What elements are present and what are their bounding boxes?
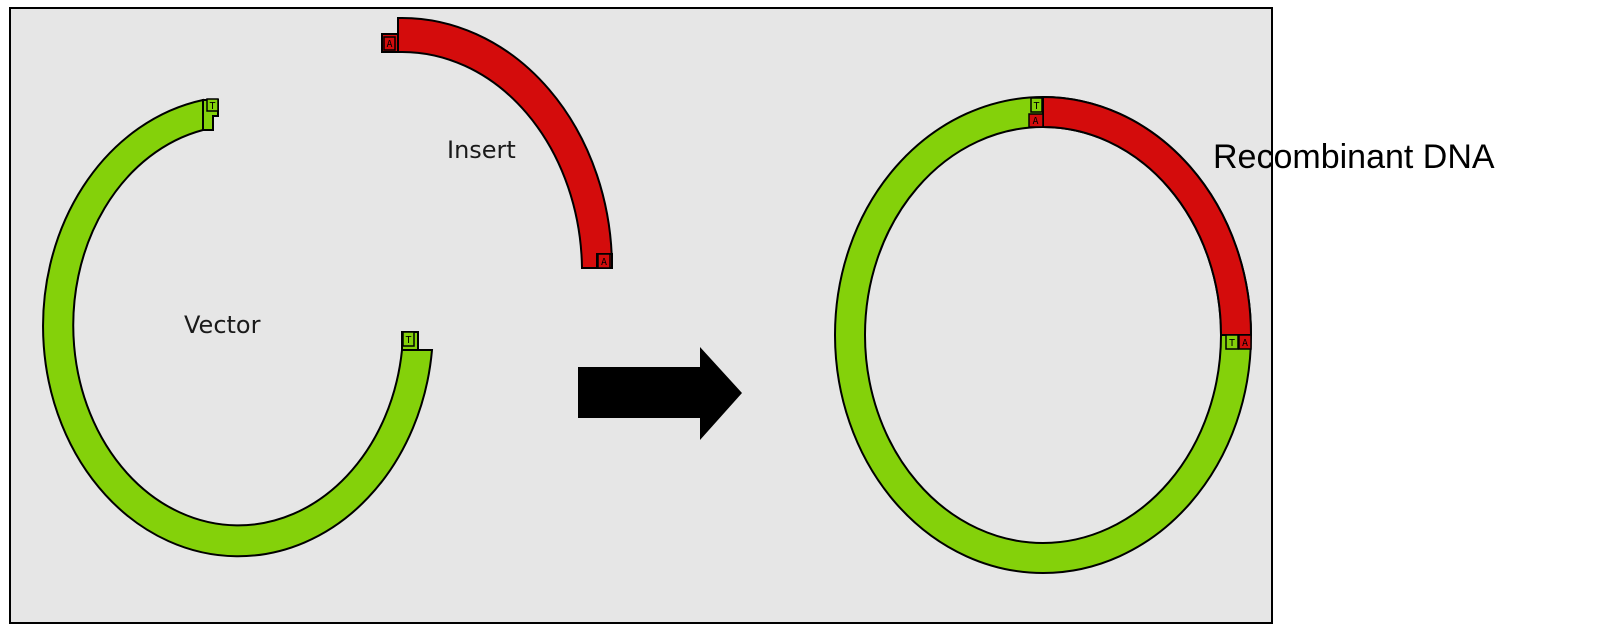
recombinant-right-a-overhang bbox=[1238, 334, 1252, 350]
recombinant-top-t-label: T bbox=[1034, 101, 1040, 112]
vector-label: Vector bbox=[184, 311, 261, 339]
vector-arc bbox=[42, 98, 434, 558]
vector-top-t-overhang bbox=[206, 98, 219, 112]
ligation-arrow bbox=[578, 347, 742, 440]
recombinant-dna-label: Recombinant DNA bbox=[1213, 138, 1495, 176]
vector-right-t-overhang bbox=[402, 331, 415, 347]
recombinant-top-a-label: A bbox=[1033, 116, 1039, 127]
insert-label: Insert bbox=[447, 136, 516, 164]
insert-bottom-a-label: A bbox=[601, 257, 607, 268]
vector-right-t-label: T bbox=[406, 335, 412, 346]
insert-fragment: A A Insert bbox=[381, 16, 614, 269]
recombinant-right-a-label: A bbox=[1242, 338, 1248, 349]
insert-left-a-label: A bbox=[387, 39, 393, 50]
recombinant-plasmid: T A T A bbox=[833, 95, 1253, 574]
insert-bottom-a-overhang bbox=[597, 253, 611, 269]
recombinant-top-a-overhang bbox=[1028, 113, 1044, 128]
recombinant-top-t-overhang bbox=[1030, 97, 1043, 113]
insert-left-a-overhang bbox=[383, 36, 396, 51]
vector-top-t-label: T bbox=[210, 101, 216, 112]
recombinant-right-t-label: T bbox=[1229, 338, 1235, 349]
open-vector: T T Vector bbox=[42, 98, 434, 558]
recombinant-right-t-overhang bbox=[1225, 334, 1239, 350]
